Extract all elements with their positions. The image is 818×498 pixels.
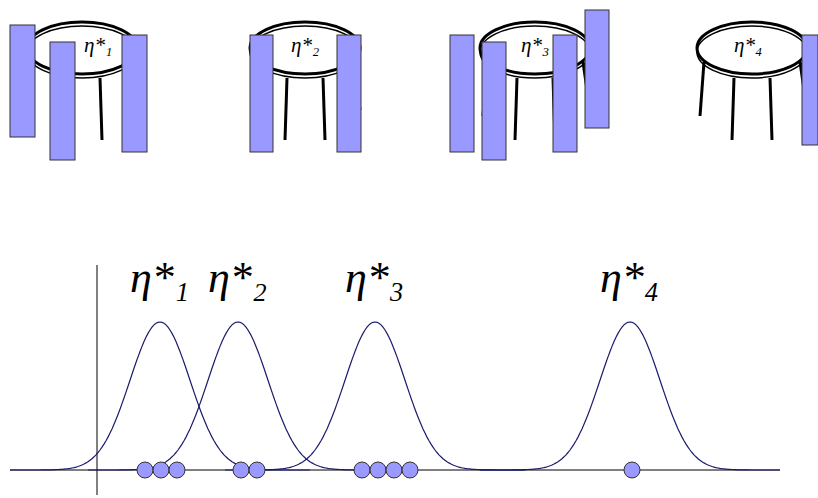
data-point bbox=[386, 462, 402, 478]
gaussian-curve bbox=[10, 322, 310, 470]
customer bbox=[553, 35, 577, 152]
customer bbox=[250, 35, 273, 152]
table-rim bbox=[697, 26, 807, 78]
data-points bbox=[137, 462, 640, 478]
table-leg bbox=[732, 78, 734, 140]
table-leg bbox=[285, 78, 287, 140]
y-axis bbox=[97, 265, 98, 495]
data-point bbox=[402, 462, 418, 478]
table-top bbox=[697, 22, 807, 74]
customer bbox=[337, 35, 361, 152]
customer bbox=[122, 35, 147, 152]
customer bbox=[585, 10, 609, 128]
data-point bbox=[169, 462, 185, 478]
data-point bbox=[354, 462, 370, 478]
table-leg bbox=[770, 78, 772, 140]
table-leg bbox=[700, 62, 704, 116]
table-label: η*₄ bbox=[734, 35, 762, 56]
table-label: η*₁ bbox=[84, 35, 112, 56]
gaussian-curve bbox=[88, 322, 388, 470]
data-point bbox=[249, 462, 265, 478]
table-leg bbox=[323, 78, 325, 140]
table-label: η*₃ bbox=[521, 35, 549, 56]
table-leg bbox=[100, 78, 102, 140]
table-top bbox=[27, 22, 137, 74]
data-point bbox=[370, 462, 386, 478]
parameter-label: η*₄ bbox=[600, 256, 659, 300]
parameter-label: η*₂ bbox=[208, 256, 267, 300]
data-point bbox=[137, 462, 153, 478]
gaussian-curve bbox=[225, 322, 525, 470]
table-label: η*₂ bbox=[291, 35, 319, 56]
customers bbox=[10, 10, 818, 160]
customer bbox=[50, 42, 75, 160]
customer bbox=[482, 42, 506, 160]
customer bbox=[802, 35, 818, 145]
gaussian-curve bbox=[480, 322, 780, 470]
customer bbox=[10, 25, 35, 137]
table-rim bbox=[27, 26, 137, 78]
data-point bbox=[624, 462, 640, 478]
data-point bbox=[233, 462, 249, 478]
data-point bbox=[153, 462, 169, 478]
parameter-label: η*₁ bbox=[130, 256, 189, 300]
parameter-label: η*₃ bbox=[345, 256, 404, 300]
customer bbox=[450, 35, 474, 152]
table-leg bbox=[515, 78, 517, 140]
gaussians bbox=[10, 322, 780, 470]
